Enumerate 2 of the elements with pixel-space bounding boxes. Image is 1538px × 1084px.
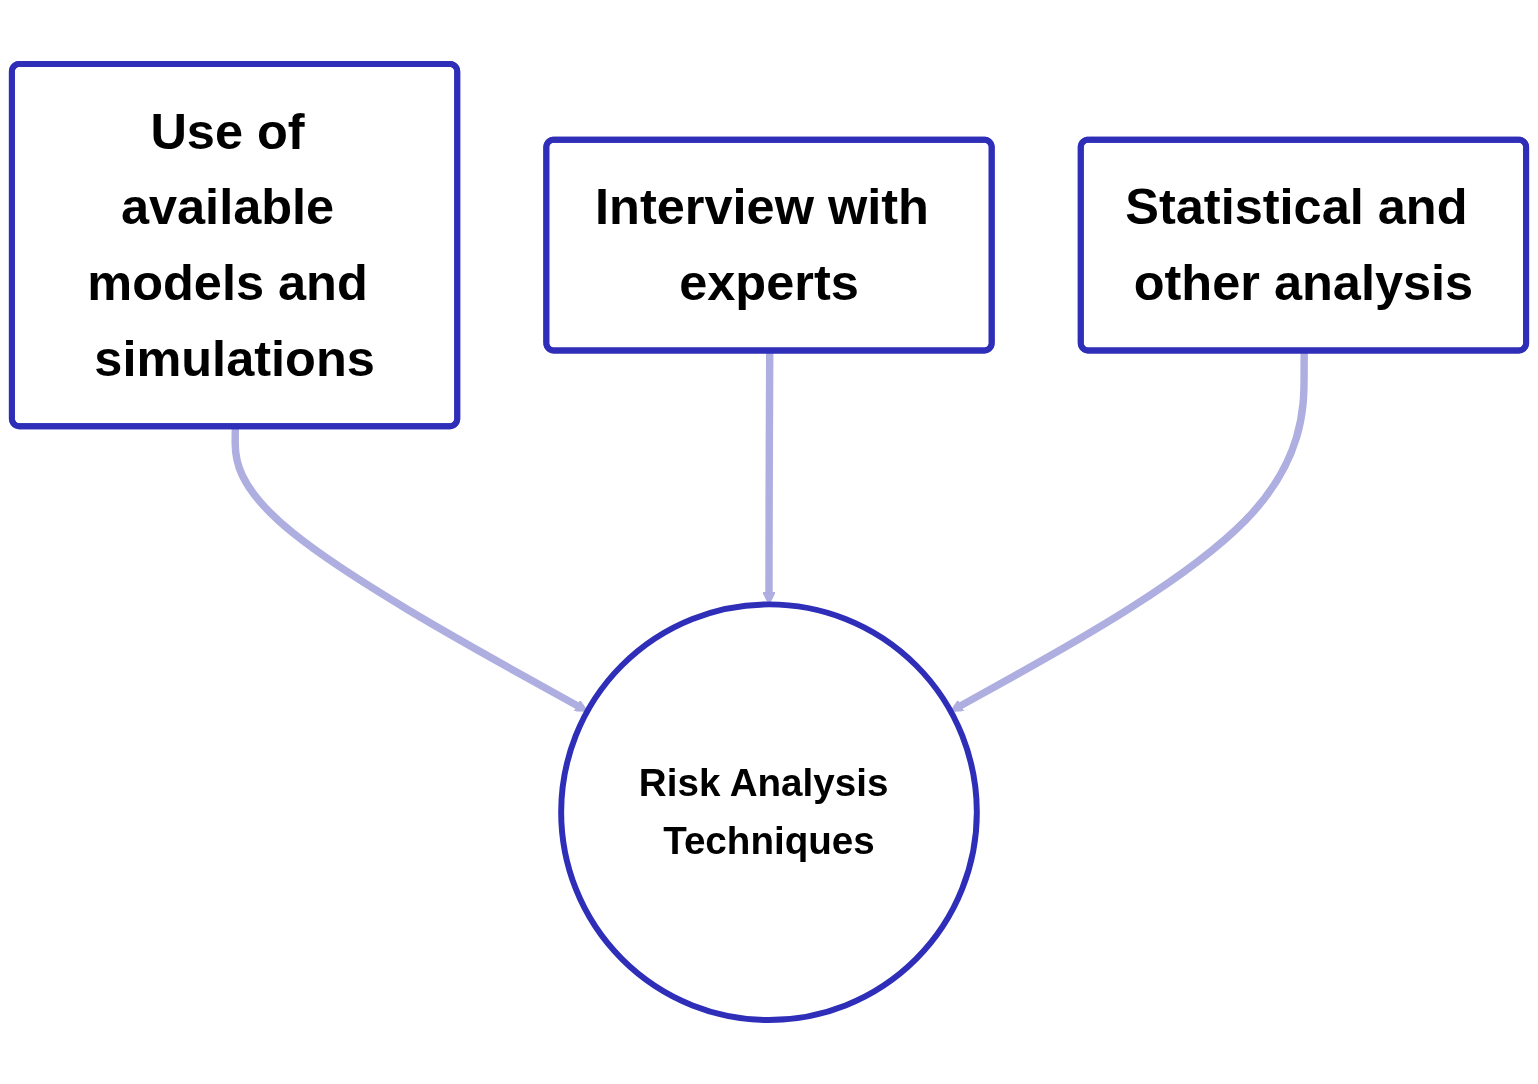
arrow [950,351,1308,712]
node-circle: Risk Analysis Techniques [558,601,980,1023]
